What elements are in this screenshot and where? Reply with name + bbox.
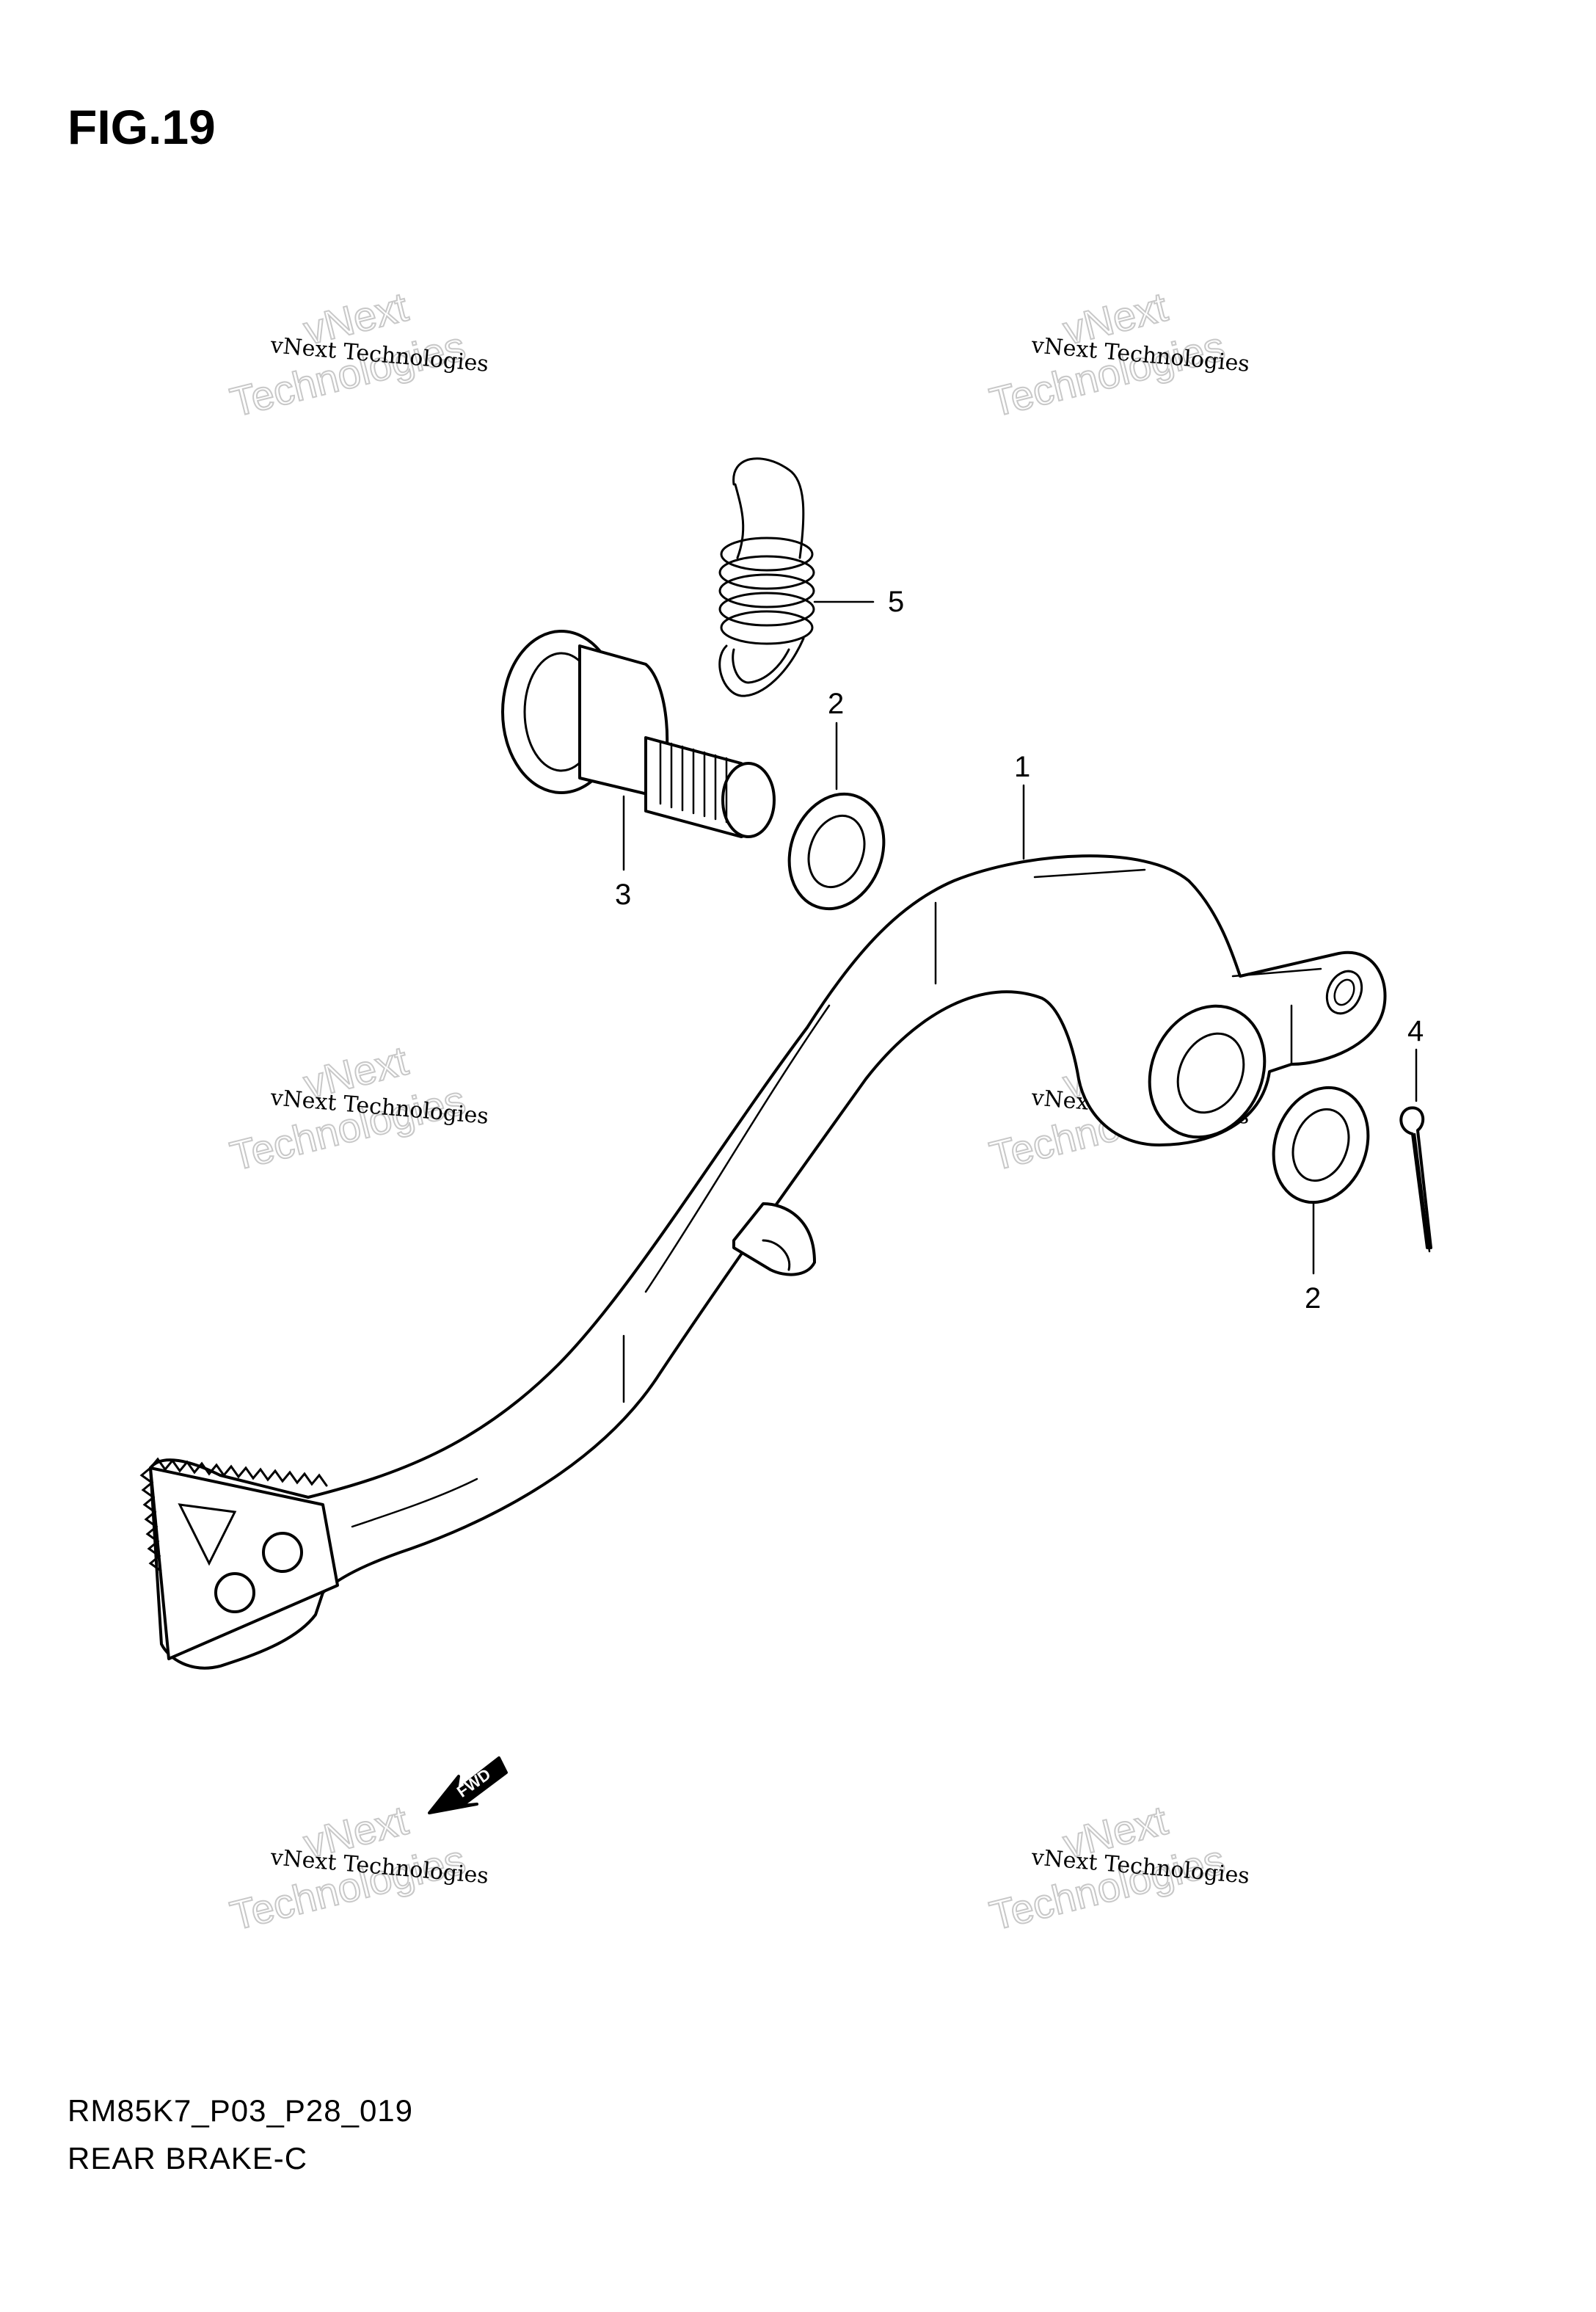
watermark-bottom-right: Technologies vNext vNext Technologies (985, 1796, 1251, 1940)
callout-4: 4 (1407, 1015, 1424, 1047)
callout-1: 1 (1014, 751, 1030, 783)
diagram-name: REAR BRAKE-C (68, 2141, 307, 2175)
forward-arrow-icon: FWD (428, 1756, 508, 1814)
watermark-bottom-left: Technologies vNext vNext Technologies (225, 1796, 490, 1940)
brake-pedal-part-1: 1 (139, 751, 1387, 1670)
watermark-middle-left: Technologies vNext vNext Technologies (225, 1036, 490, 1180)
figure-title: FIG.19 (68, 100, 216, 154)
callout-5: 5 (888, 586, 904, 618)
callout-3: 3 (615, 879, 631, 911)
diagram-code: RM85K7_P03_P28_019 (68, 2093, 413, 2128)
watermark-top-right: Technologies vNext vNext Technologies (985, 283, 1251, 426)
pivot-bolt-part-3: 3 (501, 630, 776, 911)
watermark-top-left: Technologies vNext vNext Technologies (225, 283, 490, 426)
callout-2-lower: 2 (1305, 1282, 1321, 1315)
washer-part-2-lower: 2 (1272, 1086, 1370, 1315)
cotter-pin-part-4: 4 (1399, 1015, 1432, 1253)
washer-part-2-upper: 2 (787, 688, 886, 911)
callout-2-upper: 2 (828, 688, 844, 720)
spring-part-5: 5 (718, 457, 904, 697)
